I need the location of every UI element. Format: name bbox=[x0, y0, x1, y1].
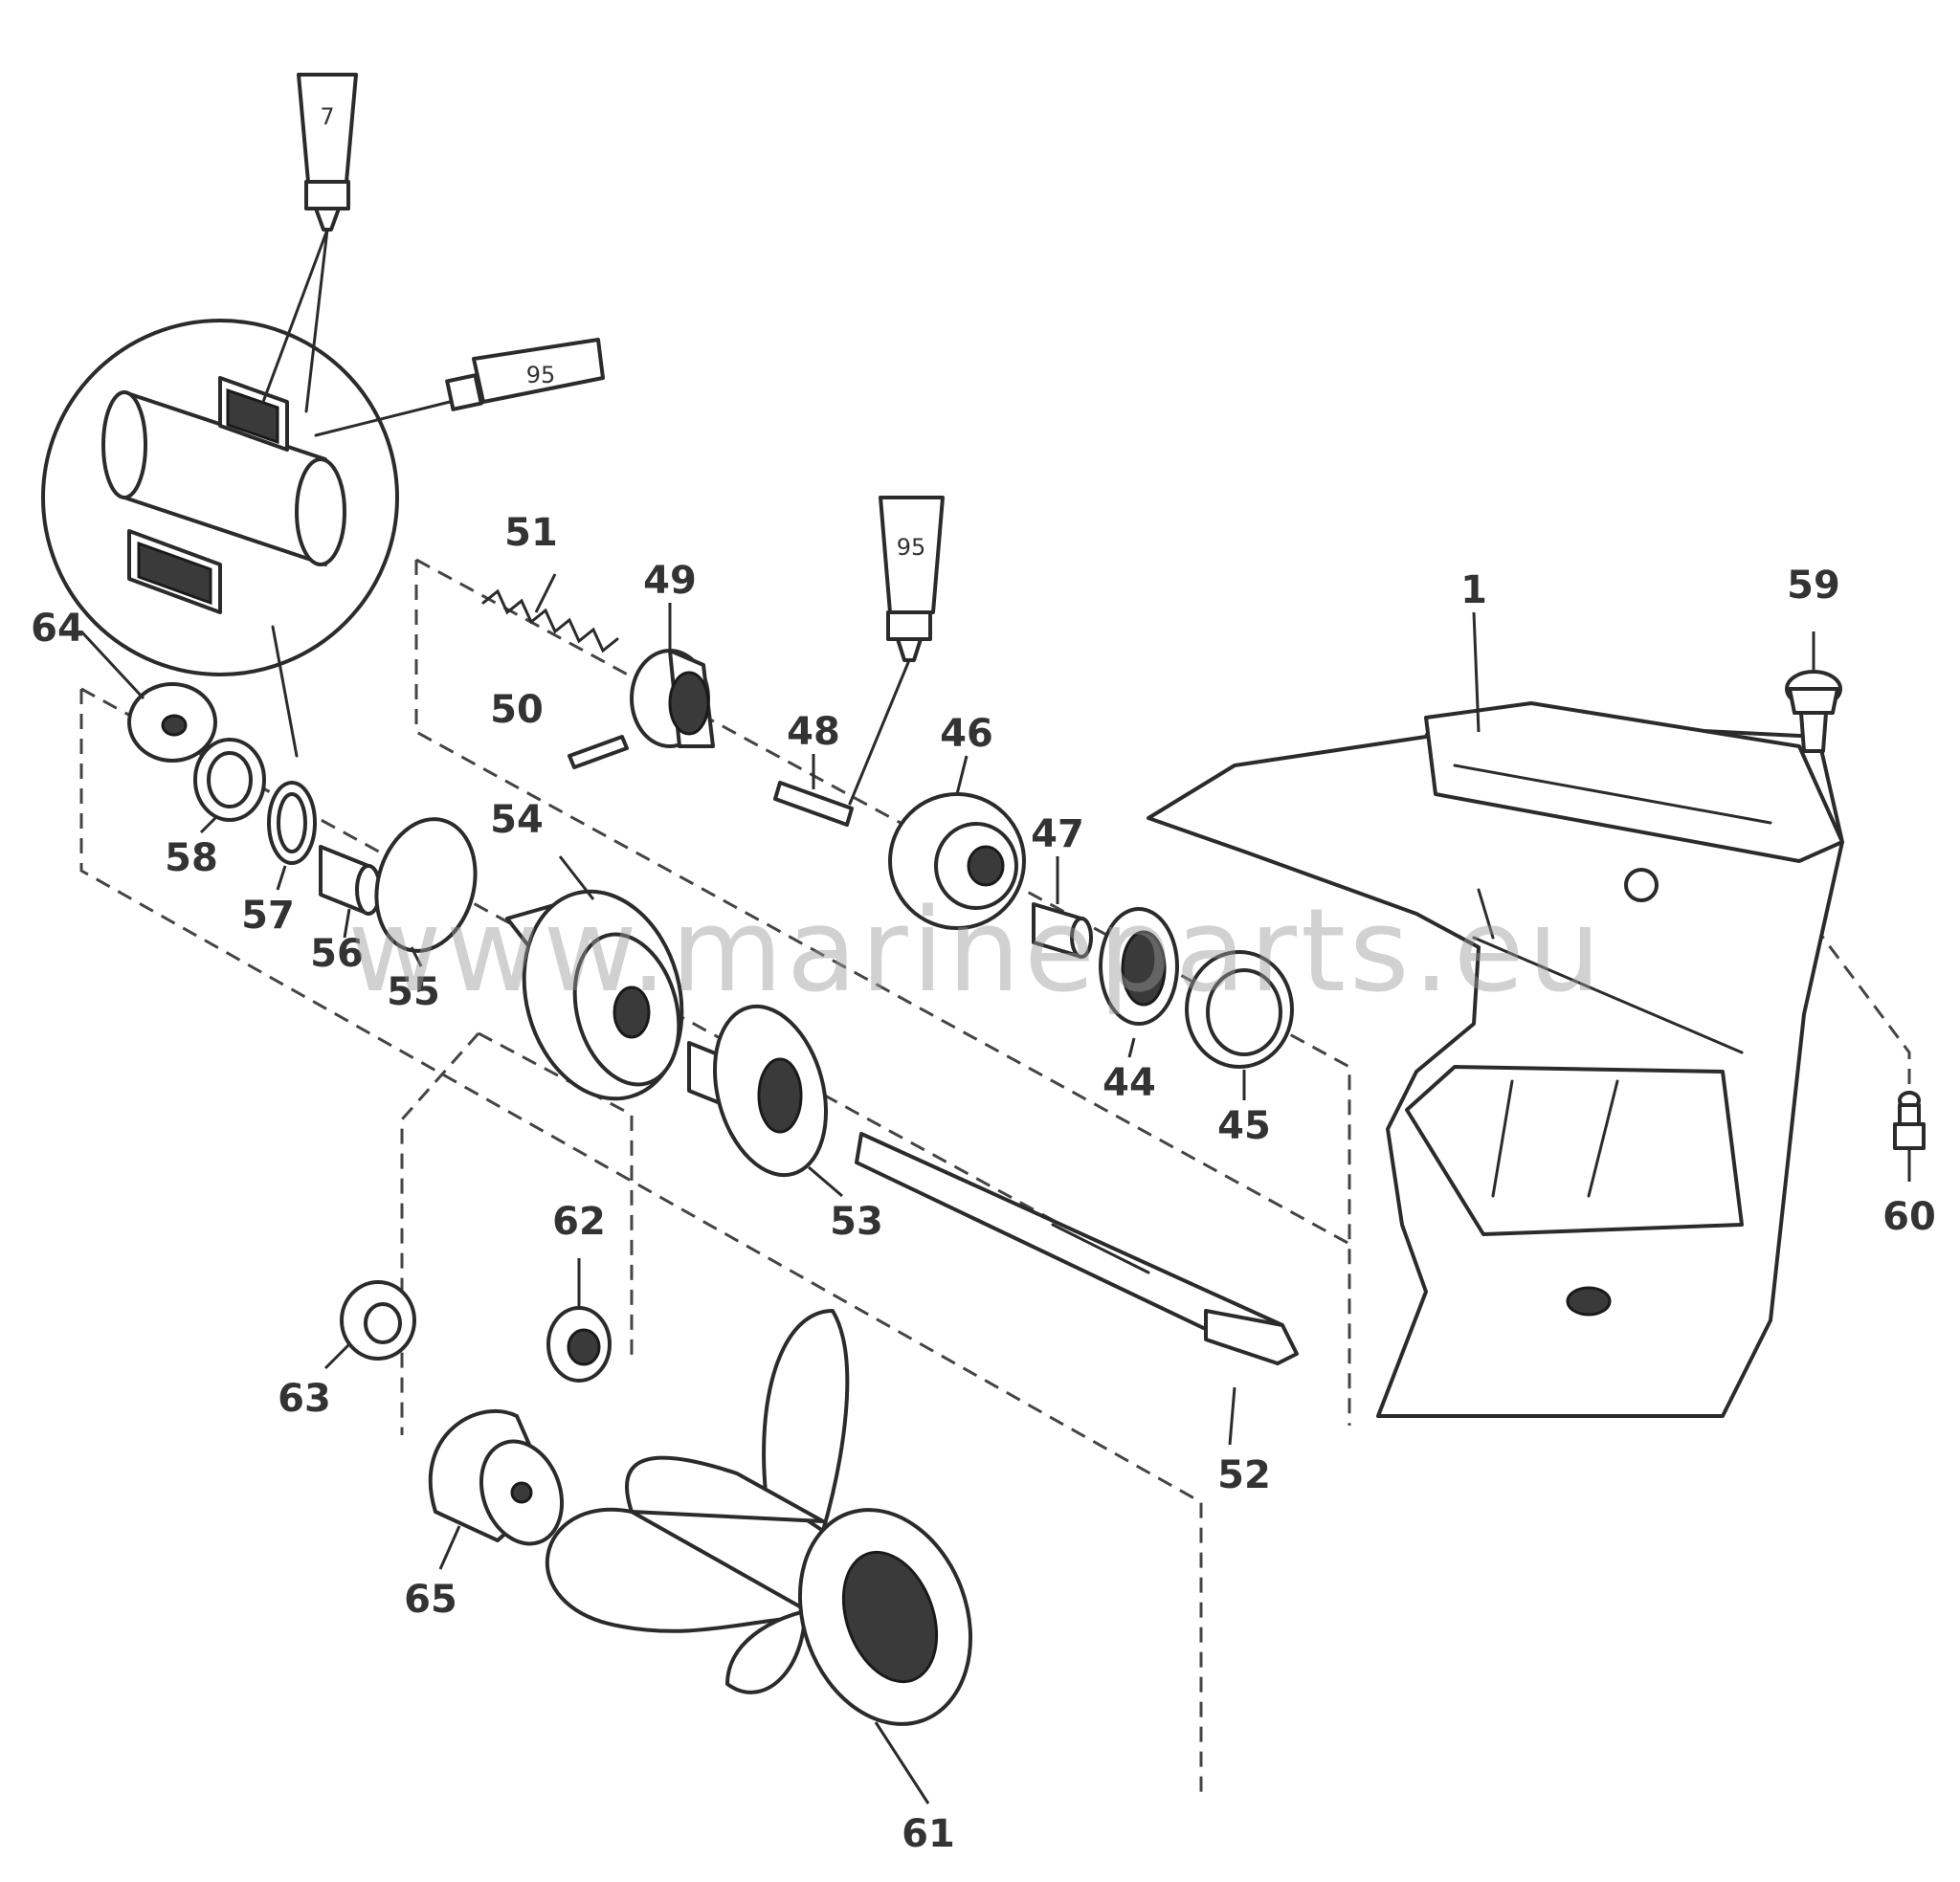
propeller-shaft-52 bbox=[855, 1132, 1299, 1365]
tube-detail-label: 95 bbox=[526, 362, 556, 388]
callout-52: 52 bbox=[1217, 1453, 1271, 1497]
callout-45: 45 bbox=[1217, 1104, 1271, 1148]
callout-62: 62 bbox=[552, 1200, 606, 1244]
prop-cone bbox=[428, 1409, 565, 1546]
callout-58: 58 bbox=[165, 836, 218, 880]
callout-61: 61 bbox=[902, 1812, 955, 1856]
propeller bbox=[545, 1309, 973, 1726]
callout-46: 46 bbox=[940, 712, 993, 756]
prop-nut-63 bbox=[340, 1280, 416, 1361]
callout-48: 48 bbox=[787, 710, 840, 754]
callout-44: 44 bbox=[1102, 1061, 1156, 1105]
callout-labels: 1 44 45 46 47 48 49 50 51 52 53 54 55 56… bbox=[31, 511, 1936, 1856]
callout-55: 55 bbox=[387, 970, 440, 1014]
callout-64: 64 bbox=[31, 607, 84, 651]
callout-53: 53 bbox=[830, 1200, 883, 1244]
frame-propeller-group bbox=[79, 687, 1203, 1799]
bearing-carrier-46 bbox=[888, 792, 1026, 930]
callout-51: 51 bbox=[504, 511, 558, 555]
gearcase-housing bbox=[1147, 701, 1844, 1418]
callout-50: 50 bbox=[490, 688, 544, 732]
seal-57 bbox=[267, 781, 317, 865]
callout-56: 56 bbox=[310, 932, 364, 976]
callout-49: 49 bbox=[643, 559, 697, 603]
sealant-tube-7: 7 bbox=[261, 73, 358, 413]
detail-magnifier bbox=[41, 319, 399, 758]
tube-mid-label: 95 bbox=[897, 534, 926, 561]
sealant-tube-95-detail: 95 bbox=[314, 338, 605, 437]
screw-59 bbox=[1785, 670, 1842, 753]
leader-lines bbox=[79, 573, 1911, 1805]
o-ring-55 bbox=[374, 817, 478, 953]
callout-59: 59 bbox=[1787, 564, 1840, 608]
callout-60: 60 bbox=[1882, 1195, 1936, 1239]
frame-propshaft-group bbox=[414, 558, 1351, 1426]
cross-pin-48 bbox=[773, 781, 854, 827]
forward-gear-54 bbox=[505, 889, 684, 1101]
callout-63: 63 bbox=[278, 1377, 331, 1421]
bearing-race-45 bbox=[1185, 950, 1294, 1069]
bushing-56 bbox=[319, 845, 382, 916]
seal-58 bbox=[193, 738, 266, 822]
reverse-gear-53 bbox=[687, 1004, 829, 1178]
callout-54: 54 bbox=[490, 798, 544, 842]
sealant-tube-95-mid: 95 bbox=[848, 496, 945, 806]
callout-65: 65 bbox=[404, 1578, 457, 1622]
spring-51 bbox=[481, 588, 619, 653]
watermark-text: www.marineparts.eu bbox=[347, 885, 1604, 1018]
callout-47: 47 bbox=[1031, 812, 1084, 856]
clutch-dog-49 bbox=[630, 649, 715, 748]
thrust-washer bbox=[127, 682, 217, 763]
roller-bearing-44 bbox=[1099, 907, 1179, 1026]
pin-50 bbox=[568, 735, 629, 769]
bushing-47 bbox=[1032, 902, 1093, 959]
callout-57: 57 bbox=[241, 894, 295, 938]
tube-top-label: 7 bbox=[320, 103, 334, 130]
callout-1: 1 bbox=[1460, 568, 1487, 612]
prop-nut-62 bbox=[546, 1306, 612, 1383]
screw-60 bbox=[1893, 1091, 1926, 1150]
